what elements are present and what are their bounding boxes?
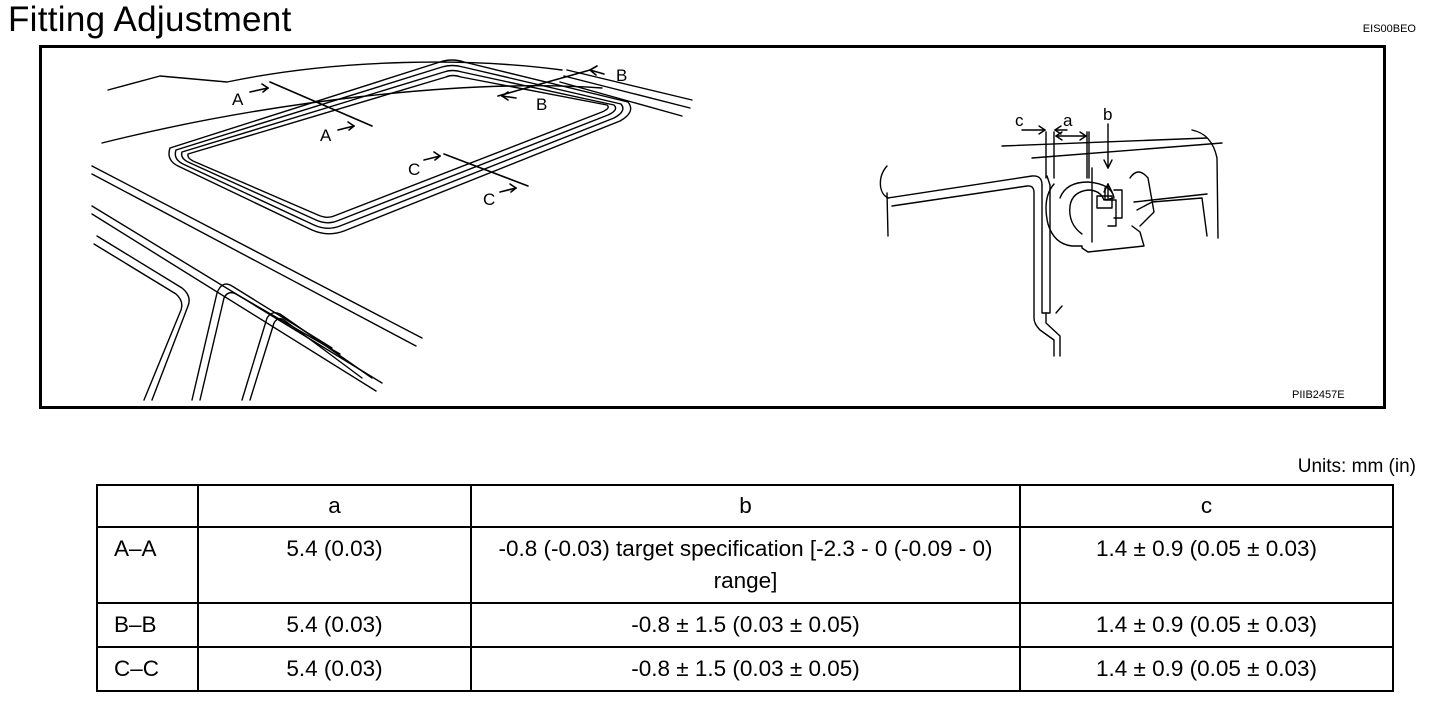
section-label-B: B <box>616 66 627 85</box>
figure-code: PIIB2457E <box>1292 389 1345 401</box>
dimension-label-c: c <box>1015 111 1024 130</box>
column-header: c <box>1019 484 1394 528</box>
cell-a: 5.4 (0.03) <box>197 526 472 604</box>
section-label-B: B <box>536 95 547 114</box>
table-row: C–C 5.4 (0.03) -0.8 ± 1.5 (0.03 ± 0.05) … <box>96 646 1394 692</box>
units-label: Units: mm (in) <box>1297 456 1416 477</box>
row-section: A–A <box>96 526 199 604</box>
document-code: EIS00BEO <box>1362 23 1416 35</box>
section-label-A: A <box>320 126 332 145</box>
row-section: B–B <box>96 602 199 648</box>
column-header: a <box>197 484 472 528</box>
cell-c: 1.4 ± 0.9 (0.05 ± 0.03) <box>1019 602 1394 648</box>
cell-c: 1.4 ± 0.9 (0.05 ± 0.03) <box>1019 646 1394 692</box>
table-row: A–A 5.4 (0.03) -0.8 (-0.03) target speci… <box>96 526 1394 604</box>
dimension-label-texts: c a b <box>1015 105 1112 130</box>
illustration-drawing: A A B B C C <box>91 59 1345 401</box>
cell-c: 1.4 ± 0.9 (0.05 ± 0.03) <box>1019 526 1394 604</box>
section-label-C: C <box>483 190 495 209</box>
column-header: b <box>470 484 1021 528</box>
section-lines <box>249 65 605 193</box>
row-section: C–C <box>96 646 199 692</box>
page-title: Fitting Adjustment <box>8 0 292 39</box>
section-label-A: A <box>232 90 244 109</box>
section-label-C: C <box>408 160 420 179</box>
dimension-label-a: a <box>1063 111 1073 130</box>
section-label-texts: A A B B C C <box>232 66 627 209</box>
dimension-label-b: b <box>1103 105 1112 124</box>
column-header <box>96 484 199 528</box>
cell-b: -0.8 ± 1.5 (0.03 ± 0.05) <box>470 602 1021 648</box>
fitting-illustration: A A B B C C <box>39 45 1386 409</box>
cell-b: -0.8 (-0.03) target specification [-2.3 … <box>470 526 1021 604</box>
table-row: B–B 5.4 (0.03) -0.8 ± 1.5 (0.03 ± 0.05) … <box>96 602 1394 648</box>
table-header-row: a b c <box>96 484 1394 528</box>
spec-table: a b c A–A 5.4 (0.03) -0.8 (-0.03) target… <box>96 484 1394 692</box>
cell-b: -0.8 ± 1.5 (0.03 ± 0.05) <box>470 646 1021 692</box>
roof-perspective-drawing <box>91 59 693 401</box>
cell-a: 5.4 (0.03) <box>197 646 472 692</box>
cell-a: 5.4 (0.03) <box>197 602 472 648</box>
cross-section-drawing <box>879 123 1223 357</box>
